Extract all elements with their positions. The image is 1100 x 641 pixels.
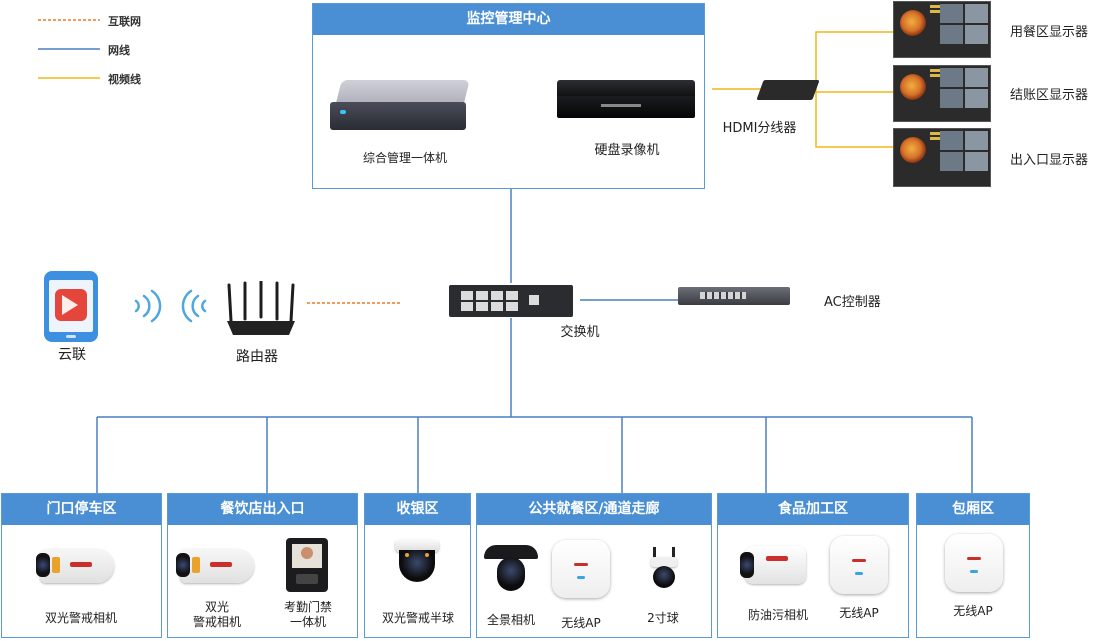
- monitoring-center-title: 监控管理中心: [313, 4, 704, 35]
- device-label: 双光 警戒相机: [192, 600, 241, 629]
- oilproof-camera-icon: [740, 546, 806, 584]
- wireless-ap-icon: [830, 536, 888, 594]
- panoramic-camera-icon: [484, 545, 538, 595]
- wifi-waves: [134, 289, 207, 323]
- router-label: 路由器: [236, 349, 278, 365]
- zone-title: 食品加工区: [718, 494, 908, 525]
- device-label: 无线AP: [839, 606, 879, 620]
- display-label: 出入口显示器: [1010, 153, 1089, 168]
- device-label: 无线AP: [561, 616, 601, 630]
- zone-title: 餐饮店出入口: [168, 494, 357, 525]
- legend-internet-label: 互联网: [108, 15, 141, 28]
- device-label: 无线AP: [953, 604, 993, 618]
- nvr-label: 硬盘录像机: [594, 143, 660, 158]
- switch-label: 交换机: [560, 325, 600, 340]
- mobile-label: 云联: [58, 347, 86, 363]
- wireless-ap-icon: [945, 534, 1003, 592]
- bullet-camera-icon: [176, 549, 254, 583]
- device-label: 防油污相机: [747, 608, 808, 622]
- integrated-device-label: 综合管理一体机: [362, 151, 447, 165]
- zone-title: 收银区: [365, 494, 470, 525]
- display-monitor-icon: [893, 128, 991, 187]
- device-label: 2寸球: [647, 611, 679, 625]
- router-icon: [227, 281, 295, 335]
- legend-network-label: 网线: [108, 44, 130, 57]
- display-label: 用餐区显示器: [1010, 25, 1089, 40]
- display-monitor-icon: [893, 65, 991, 122]
- ac-controller-label: AC控制器: [824, 295, 881, 310]
- device-label: 双光警戒半球: [381, 611, 454, 625]
- network-switch-icon: [449, 285, 573, 317]
- dome-camera-icon: [395, 540, 439, 586]
- zone-title: 公共就餐区/通道走廊: [477, 494, 711, 525]
- display-monitor-icon: [893, 1, 991, 58]
- device-label: 全景相机: [486, 613, 535, 627]
- device-label: 考勤门禁 一体机: [283, 600, 332, 629]
- zone-title: 包厢区: [917, 494, 1029, 525]
- integrated-device-icon: [330, 80, 470, 134]
- nvr-icon: [557, 80, 697, 120]
- ac-controller-icon: [678, 287, 790, 305]
- wireless-ap-icon: [552, 540, 610, 598]
- mobile-phone-icon: [44, 271, 98, 342]
- zone-title: 门口停车区: [2, 494, 161, 525]
- device-label: 双光警戒相机: [44, 611, 117, 625]
- hdmi-splitter-icon: [756, 80, 820, 100]
- access-terminal-icon: [286, 538, 328, 592]
- link-display-3: [815, 92, 893, 148]
- legend-video-label: 视频线: [108, 73, 141, 86]
- link-display-1: [815, 31, 893, 92]
- ptz-camera-icon: [649, 547, 679, 589]
- hdmi-splitter-label: HDMI分线器: [722, 121, 797, 136]
- display-label: 结账区显示器: [1010, 88, 1089, 103]
- bullet-camera-icon: [36, 549, 114, 583]
